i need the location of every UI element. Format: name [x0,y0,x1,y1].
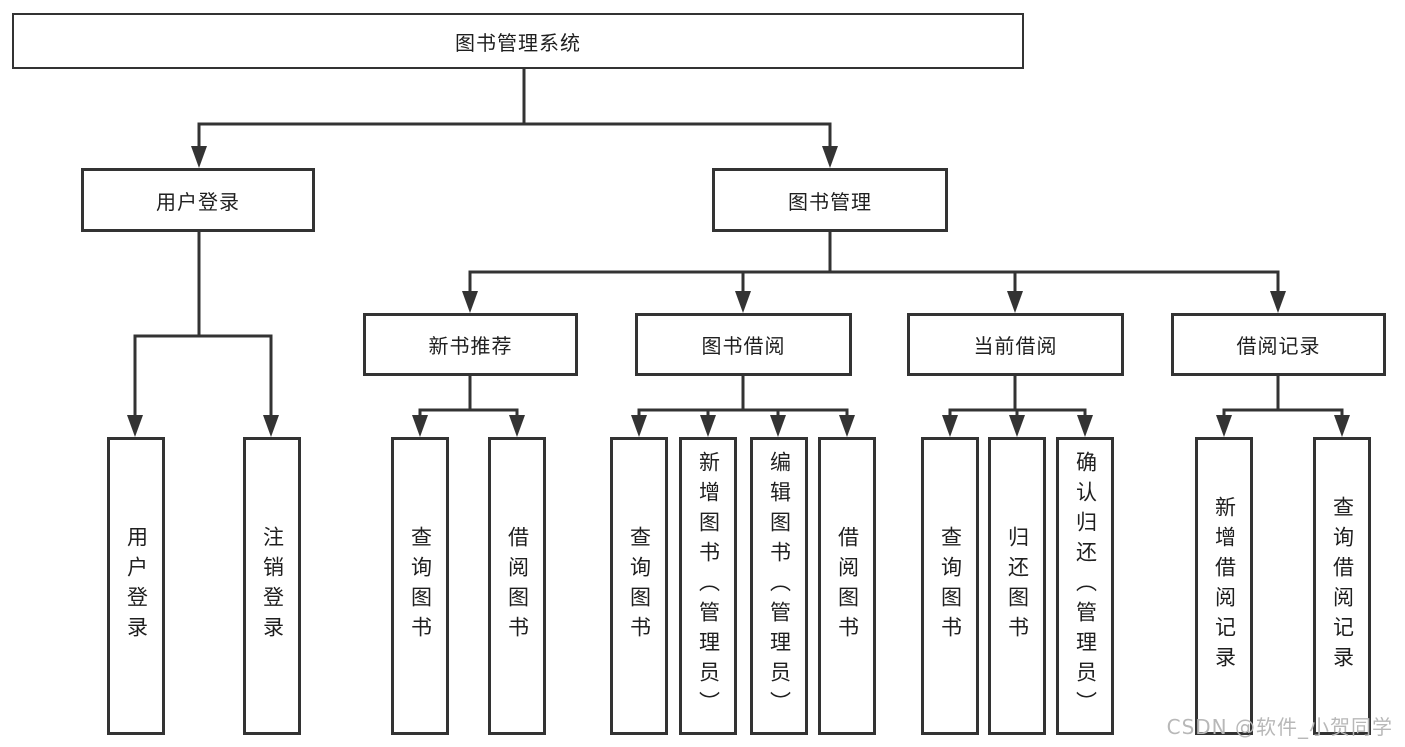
node-label: 用户登录 [124,526,149,646]
leaf-bb-edit-books-admin: 编辑图书（管理员） [750,437,808,735]
node-label: 新增图书（管理员） [696,451,721,721]
leaf-cb-return-books: 归还图书 [988,437,1046,735]
node-label: 图书管理 [788,189,872,214]
leaf-nbr-query-books: 查询图书 [391,437,449,735]
connector-current-borrow-to-leaves [942,376,1093,437]
leaf-bb-add-books-admin: 新增图书（管理员） [679,437,737,735]
connector-borrow-records-to-leaves [1216,376,1350,437]
node-label: 查询借阅记录 [1330,496,1355,676]
node-borrow-records: 借阅记录 [1171,313,1386,376]
node-label: 图书借阅 [701,334,786,358]
node-label: 用户登录 [156,189,240,214]
leaf-bb-borrow-books: 借阅图书 [818,437,876,735]
leaf-cb-query-books: 查询图书 [921,437,979,735]
node-new-book-recommend: 新书推荐 [363,313,578,376]
leaf-user-login: 用户登录 [107,437,165,735]
node-book-management: 图书管理 [712,168,948,232]
node-label: 新书推荐 [428,334,513,358]
connector-user-login-to-leaves [127,232,279,437]
leaf-br-add-record: 新增借阅记录 [1195,437,1253,735]
node-label: 确认归还（管理员） [1073,451,1098,721]
connector-book-management-to-level3 [462,232,1286,313]
node-user-login: 用户登录 [81,168,315,232]
node-label: 注销登录 [260,526,285,646]
node-label: 查询图书 [408,526,433,646]
node-label: 借阅图书 [505,526,530,646]
node-label: 编辑图书（管理员） [767,451,792,721]
connector-book-borrow-to-leaves [631,376,855,437]
leaf-logout: 注销登录 [243,437,301,735]
node-label: 借阅图书 [835,526,860,646]
node-label: 归还图书 [1005,526,1030,646]
node-label: 借阅记录 [1236,334,1321,358]
node-label: 当前借阅 [973,334,1058,358]
leaf-nbr-borrow-books: 借阅图书 [488,437,546,735]
node-current-borrow: 当前借阅 [907,313,1124,376]
leaf-br-query-record: 查询借阅记录 [1313,437,1371,735]
connector-new-book-recommend-to-leaves [412,376,525,437]
node-label: 查询图书 [938,526,963,646]
leaf-cb-confirm-return-admin: 确认归还（管理员） [1056,437,1114,735]
node-label: 查询图书 [627,526,652,646]
node-label: 新增借阅记录 [1212,496,1237,676]
connector-root-to-level2 [191,68,838,168]
node-library-management-system: 图书管理系统 [12,13,1024,69]
node-label: 图书管理系统 [455,30,581,55]
node-book-borrow: 图书借阅 [635,313,852,376]
leaf-bb-query-books: 查询图书 [610,437,668,735]
